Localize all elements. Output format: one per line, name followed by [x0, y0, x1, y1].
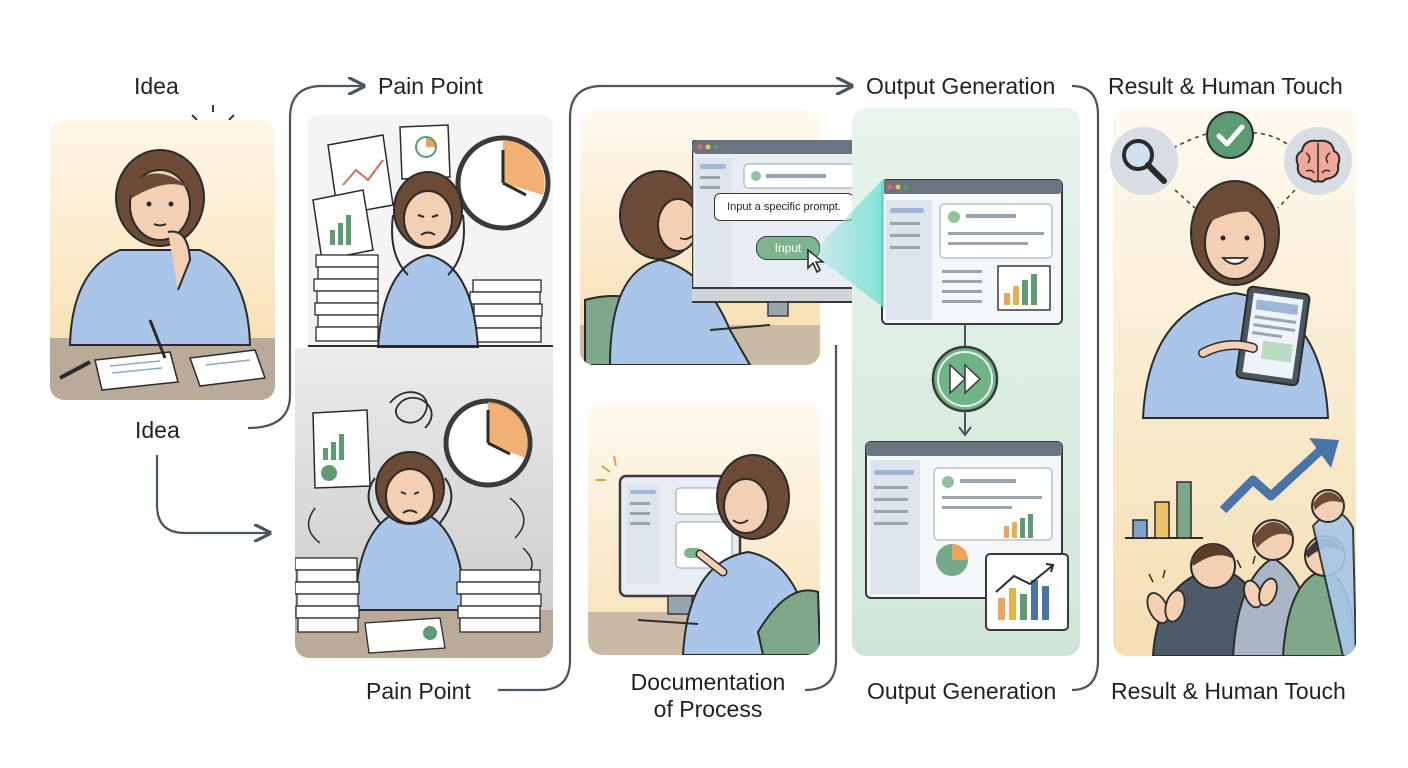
label-result-bottom: Result & Human Touch — [1111, 678, 1346, 704]
label-documentation: Documentation of Process — [630, 669, 786, 722]
panel-pain-point-top — [308, 115, 553, 348]
label-output-top: Output Generation — [866, 73, 1056, 99]
label-result-top: Result & Human Touch — [1108, 73, 1343, 99]
label-idea-bottom: Idea — [135, 417, 180, 443]
panel-documentation — [588, 402, 820, 655]
prompt-bubble: Input a specific prompt. — [714, 193, 854, 221]
panel-output-generation — [852, 108, 1080, 656]
checkmark-icon — [1206, 111, 1254, 159]
brain-icon — [1284, 127, 1352, 195]
cursor-icon — [807, 248, 826, 274]
trend-arrow-icon — [1219, 438, 1339, 514]
panel-result — [1113, 108, 1356, 656]
panel-pain-point-bottom — [295, 348, 553, 658]
fast-forward-icon — [931, 345, 999, 413]
label-pain-point-top: Pain Point — [378, 73, 483, 99]
label-output-bottom: Output Generation — [867, 678, 1057, 704]
label-idea-top: Idea — [134, 73, 179, 99]
clock-icon — [455, 135, 551, 231]
input-button-label: Input — [774, 241, 802, 255]
connector-idea-to-pain-panel — [155, 455, 268, 533]
prompt-text: Input a specific prompt. — [727, 201, 841, 213]
transfer-beam — [812, 178, 884, 308]
magnifier-icon — [1110, 127, 1178, 195]
panel-idea — [50, 120, 275, 400]
label-pain-point-bottom: Pain Point — [366, 678, 471, 704]
